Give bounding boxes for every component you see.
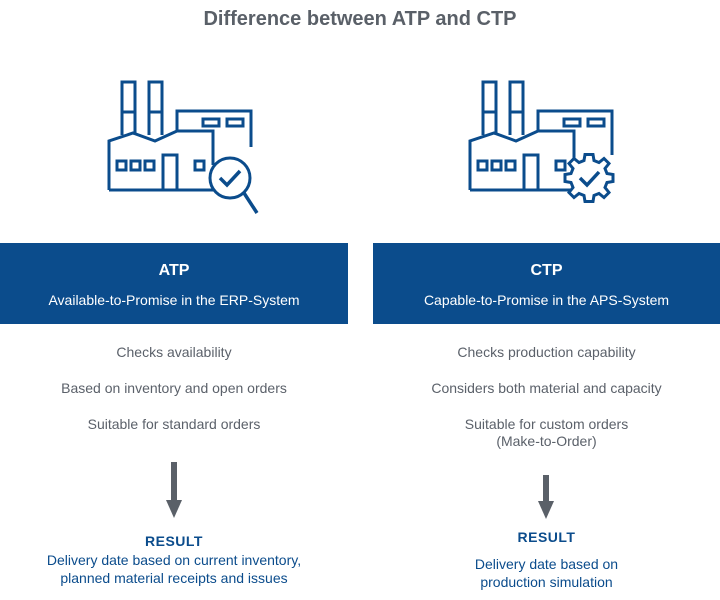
factory-gear-check-icon — [466, 75, 621, 220]
atp-column: ATP Available-to-Promise in the ERP-Syst… — [0, 0, 348, 600]
ctp-point: Suitable for custom orders (Make-to-Orde… — [464, 416, 629, 449]
ctp-points: Checks production capability Considers b… — [373, 344, 720, 469]
atp-subheading: Available-to-Promise in the ERP-System — [48, 292, 300, 308]
ctp-result-label: RESULT — [517, 529, 576, 545]
ctp-banner: CTP Capable-to-Promise in the APS-System — [373, 243, 720, 324]
atp-result-text: Delivery date based on current inventory… — [46, 552, 302, 586]
factory-magnifier-check-icon — [105, 75, 260, 220]
page-title: Difference between ATP and CTP — [203, 8, 517, 30]
ctp-point: Considers both material and capacity — [431, 380, 662, 396]
down-arrow-icon — [166, 462, 182, 523]
ctp-subheading: Capable-to-Promise in the APS-System — [423, 292, 670, 308]
atp-result-label: RESULT — [145, 533, 203, 549]
atp-point: Suitable for standard orders — [87, 416, 261, 432]
ctp-point: Checks production capability — [457, 344, 636, 360]
atp-point: Checks availability — [116, 344, 232, 360]
ctp-heading: CTP — [530, 262, 563, 279]
ctp-result-text: Delivery date based on production simula… — [474, 556, 619, 590]
atp-heading: ATP — [158, 262, 190, 279]
atp-point: Based on inventory and open orders — [61, 380, 287, 396]
atp-points: Checks availability Based on inventory a… — [0, 344, 348, 452]
ctp-column: CTP Capable-to-Promise in the APS-System… — [373, 0, 720, 600]
down-arrow-icon — [538, 475, 554, 524]
atp-banner: ATP Available-to-Promise in the ERP-Syst… — [0, 243, 348, 324]
